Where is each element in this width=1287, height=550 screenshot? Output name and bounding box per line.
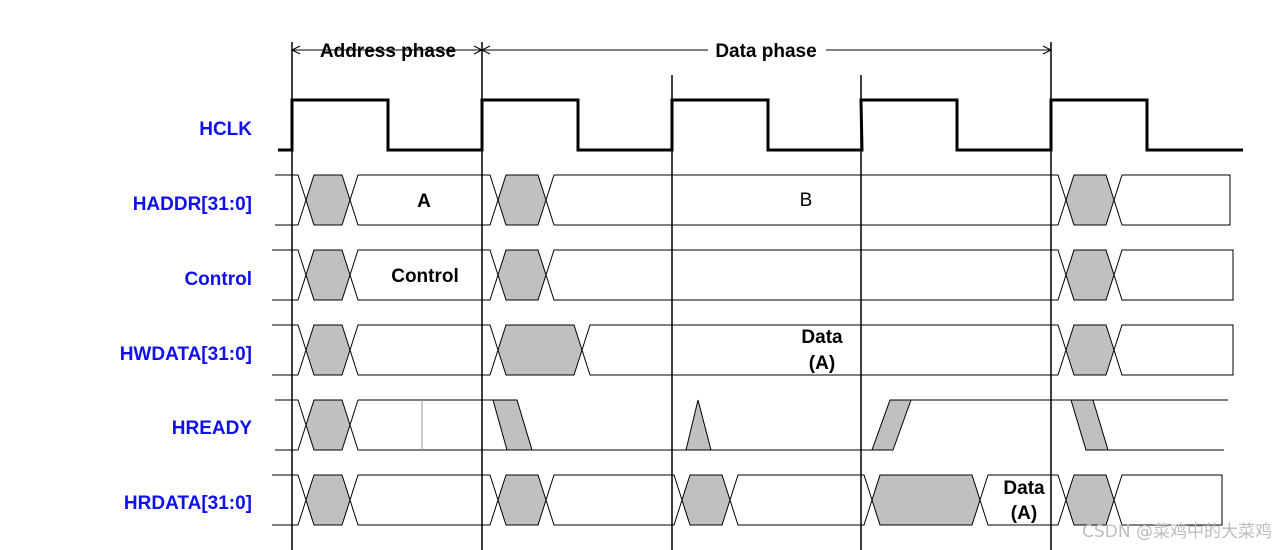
watermark: CSDN @菜鸡中的大菜鸡 [1082, 522, 1272, 542]
hrdata-segment [349, 474, 499, 526]
hclk-waveform [278, 98, 1243, 152]
signal-label-hclk: HCLK [199, 119, 252, 140]
hwdata-segment [272, 324, 307, 376]
control-segment [545, 249, 1067, 301]
hwdata-transition [497, 324, 583, 376]
haddr-transition [497, 174, 547, 226]
haddr-transition [1065, 174, 1115, 226]
hrdata-segment [272, 474, 307, 526]
haddr-value-a: A [417, 191, 431, 212]
hrdata-value-line1: Data [1003, 478, 1045, 499]
hwdata-value-line2: (A) [809, 353, 835, 374]
signal-label-hready: HREADY [172, 418, 253, 439]
hready-rising-transition [871, 399, 912, 451]
hwdata-segment [581, 324, 1067, 376]
hready-segment [349, 399, 482, 451]
control-segment [349, 249, 499, 301]
haddr-value-b: B [800, 190, 813, 211]
hrdata-transition [681, 474, 731, 526]
signal-labels: HCLK HADDR[31:0] Control HWDATA[31:0] HR… [120, 119, 253, 514]
hwdata-value-line1: Data [801, 327, 843, 348]
hrdata-segment [545, 474, 683, 526]
control-value: Control [391, 266, 459, 287]
haddr-segment [1113, 174, 1231, 226]
signal-label-haddr: HADDR[31:0] [133, 194, 252, 215]
hready-transition [305, 399, 351, 451]
bus-values: A B Control Data (A) Data (A) [391, 190, 1045, 524]
signal-label-control: Control [184, 269, 252, 290]
hrdata-segment [979, 474, 1067, 526]
phase-markers: Address phase Data phase [290, 41, 1053, 62]
control-segment [272, 249, 307, 301]
data-phase-label: Data phase [715, 41, 816, 62]
hwdata-transition [305, 324, 351, 376]
signal-label-hrdata: HRDATA[31:0] [124, 493, 252, 514]
hwdata-segment [349, 324, 499, 376]
hready-falling-transition [492, 399, 533, 451]
control-transition [305, 249, 351, 301]
signal-label-hwdata: HWDATA[31:0] [120, 344, 252, 365]
phase-arrow-head [1042, 45, 1053, 55]
waveforms [272, 98, 1243, 526]
hready-segment [482, 399, 507, 451]
haddr-segment [545, 174, 1067, 226]
control-transition [1065, 249, 1115, 301]
hwdata-transition [1065, 324, 1115, 376]
control-segment [1113, 249, 1234, 301]
address-phase-label: Address phase [320, 41, 456, 62]
hrdata-transition [305, 474, 351, 526]
hrdata-segment [729, 474, 873, 526]
haddr-transition [305, 174, 351, 226]
hready-falling-transition [1070, 399, 1109, 451]
hready-glitch [685, 399, 712, 451]
phase-arrow-head [290, 45, 301, 55]
haddr-segment [349, 174, 499, 226]
hrdata-value-line2: (A) [1011, 503, 1037, 524]
hwdata-segment [1113, 324, 1234, 376]
hrdata-transition [497, 474, 547, 526]
hrdata-transition [1065, 474, 1115, 526]
phase-arrow-head [480, 45, 491, 55]
haddr-segment [275, 174, 307, 226]
control-transition [497, 249, 547, 301]
hready-segment [275, 399, 307, 451]
hrdata-transition [871, 474, 981, 526]
hrdata-segment [1113, 474, 1223, 526]
